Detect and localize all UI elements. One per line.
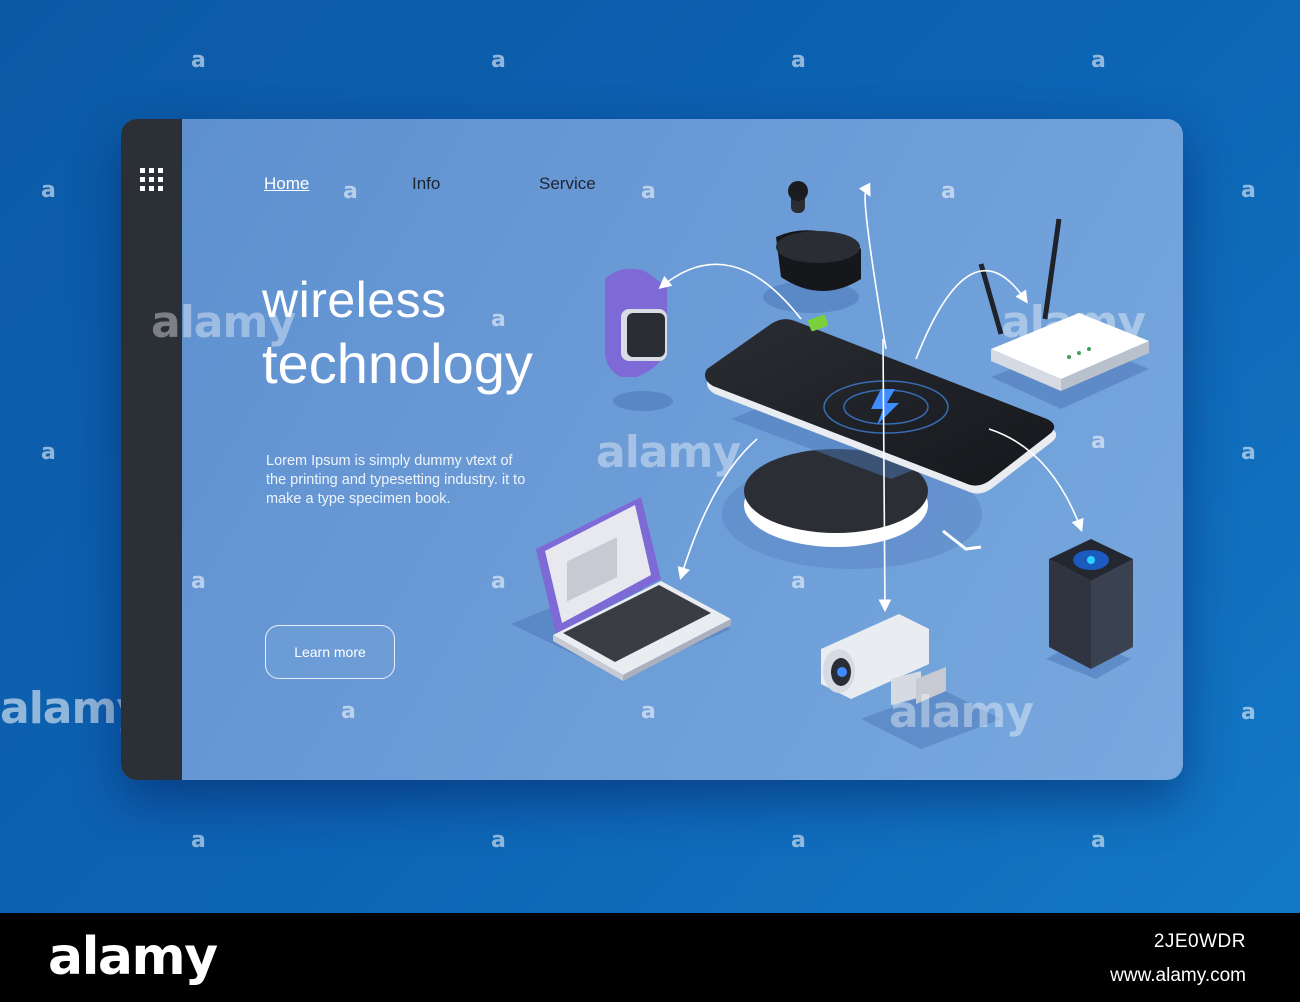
smart-speaker <box>1046 539 1133 679</box>
watermark-mark: a <box>941 179 956 204</box>
apps-grid-icon[interactable] <box>140 168 163 191</box>
sidebar <box>121 119 182 780</box>
watermark-mark: a <box>491 48 506 73</box>
watermark-mark: a <box>641 699 656 724</box>
watermark-mark: a <box>491 307 506 332</box>
watermark-mark: a <box>41 178 56 203</box>
laptop <box>511 497 731 681</box>
watermark-word: alamy <box>151 297 296 348</box>
watermark-mark: a <box>1241 440 1256 465</box>
security-camera <box>821 614 1001 749</box>
watermark-word: alamy <box>889 687 1034 738</box>
wireless-devices-illustration <box>511 181 1149 749</box>
arrow-to-watch <box>658 263 802 320</box>
watermark-mark: a <box>1241 178 1256 203</box>
watermark-mark: a <box>341 699 356 724</box>
arrow-to-router <box>915 270 1028 360</box>
hero-title-line2: technology <box>262 332 533 395</box>
arrow-to-speaker <box>988 428 1084 532</box>
alamy-logo: alamy <box>48 927 218 987</box>
watermark-word: alamy <box>0 683 145 734</box>
nav-info-link[interactable]: Info <box>412 174 441 193</box>
watermark-mark: a <box>1091 48 1106 73</box>
watermark-word: alamy <box>1001 297 1146 348</box>
watermark-word: alamy <box>596 427 741 478</box>
watermark-mark: a <box>41 440 56 465</box>
hero-title-line1: wireless <box>262 272 447 328</box>
watermark-mark: a <box>491 828 506 853</box>
wireless-charger-pad <box>722 449 982 569</box>
earbuds-case <box>763 181 861 313</box>
image-id: 2JE0WDR <box>1153 931 1246 952</box>
watermark-mark: a <box>791 48 806 73</box>
smartwatch <box>605 268 673 411</box>
nav-service-link[interactable]: Service <box>539 174 596 193</box>
hero-description: Lorem Ipsum is simply dummy vtext of the… <box>266 453 526 507</box>
watermark-mark: a <box>191 48 206 73</box>
watermark-mark: a <box>491 569 506 594</box>
nav-home-link[interactable]: Home <box>264 174 310 193</box>
landing-card: Home Info Service wireless technology Lo… <box>121 119 1183 780</box>
watermark-mark: a <box>343 179 358 204</box>
arrow-to-earbuds <box>858 182 887 350</box>
watermark-mark: a <box>791 569 806 594</box>
site-url: www.alamy.com <box>1110 965 1246 986</box>
stock-footer-bar: alamy 2JE0WDR www.alamy.com <box>0 913 1300 1002</box>
wifi-router <box>978 218 1149 409</box>
watermark-mark: a <box>641 179 656 204</box>
arrow-to-camera <box>878 338 892 613</box>
learn-more-button[interactable]: Learn more <box>265 625 395 679</box>
watermark-mark: a <box>791 828 806 853</box>
watermark-mark: a <box>191 569 206 594</box>
smartphone <box>705 314 1057 494</box>
arrow-to-laptop <box>677 438 758 581</box>
watermark-mark: a <box>1091 429 1106 454</box>
watermark-mark: a <box>1241 700 1256 725</box>
watermark-mark: a <box>1091 828 1106 853</box>
watermark-mark: a <box>191 828 206 853</box>
